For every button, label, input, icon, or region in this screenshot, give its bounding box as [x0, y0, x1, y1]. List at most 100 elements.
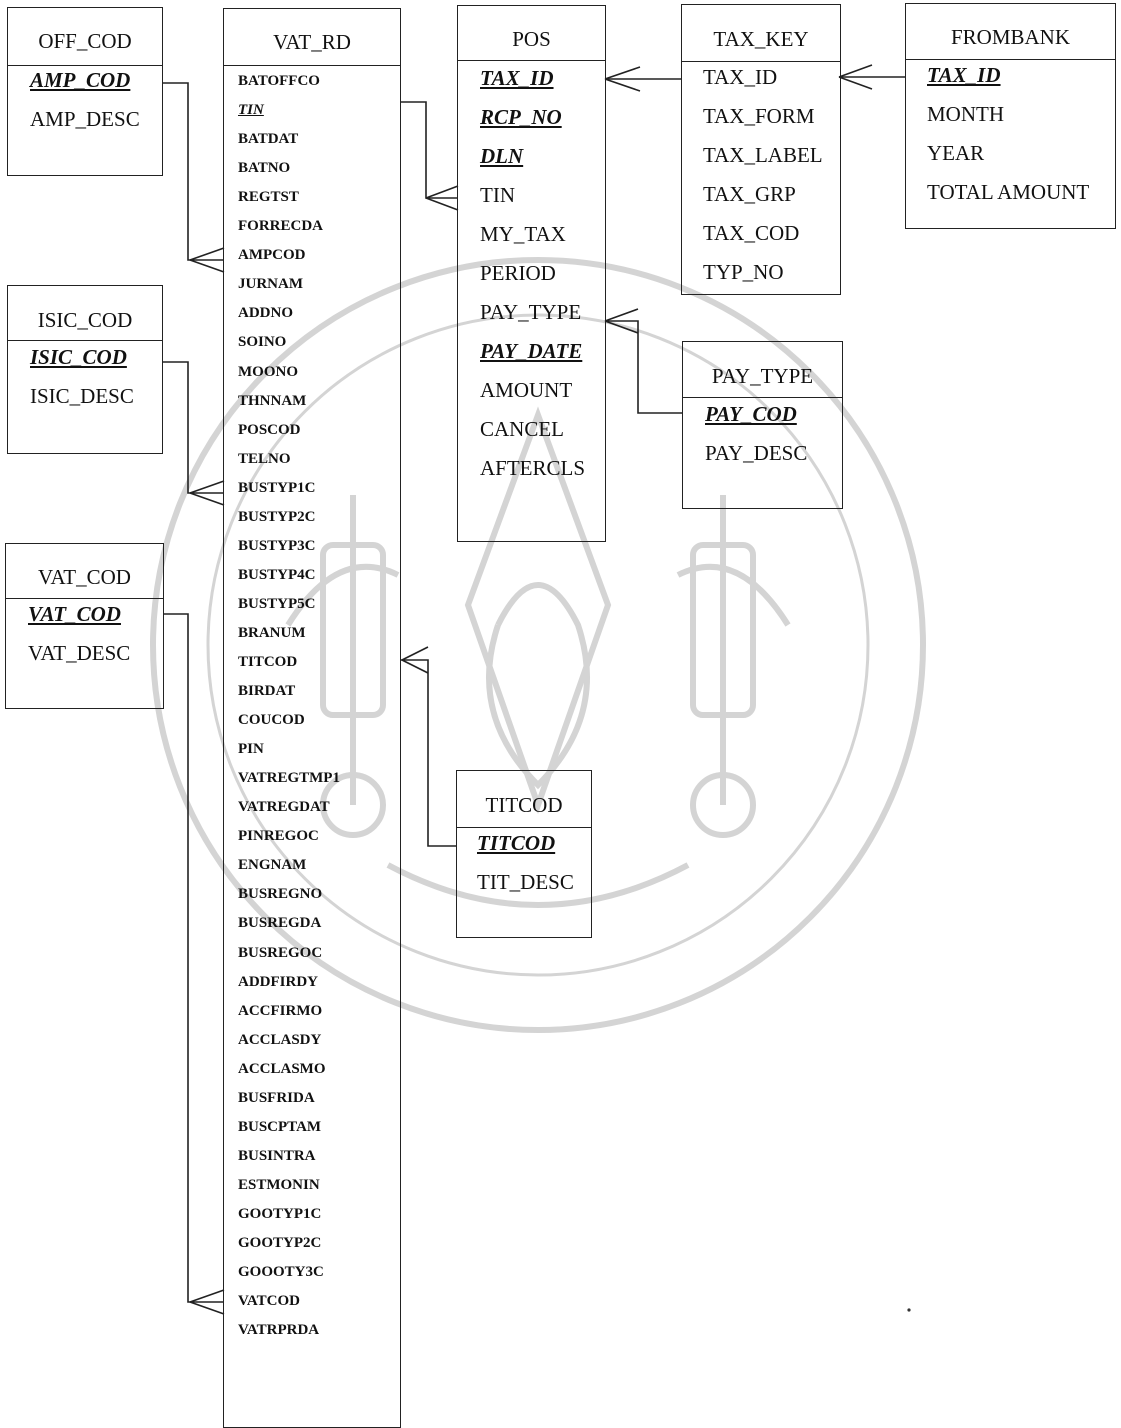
entity-title: TITCOD — [457, 771, 591, 828]
field-pay-type: PAY_TYPE — [480, 300, 582, 324]
field-bustyp3c: BUSTYP3C — [238, 537, 316, 554]
field-amount: AMOUNT — [480, 378, 573, 402]
field-dln: DLN — [480, 144, 524, 168]
crowfoot-titcod — [401, 646, 429, 674]
field-accfirmo: ACCFIRMO — [238, 1002, 323, 1019]
field-soino: SOINO — [238, 334, 287, 351]
field-tax-id: TAX_ID — [480, 66, 554, 90]
entity-frombank: FROMBANK TAX_ID MONTH YEAR TOTAL AMOUNT — [905, 3, 1116, 229]
field-batno: BATNO — [238, 160, 291, 177]
field-busintra: BUSINTRA — [238, 1147, 316, 1164]
field-coucod: COUCOD — [238, 712, 305, 729]
field-tin: TIN — [238, 102, 264, 119]
entity-vat-cod: VAT_COD VAT_COD VAT_DESC — [5, 543, 164, 709]
field-jurnam: JURNAM — [238, 276, 303, 293]
field-pay-desc: PAY_DESC — [705, 441, 808, 465]
field-vatregtmp1: VATREGTMP1 — [238, 770, 340, 787]
field-addno: ADDNO — [238, 305, 293, 322]
field-buscptam: BUSCPTAM — [238, 1118, 322, 1135]
entity-title: PAY_TYPE — [683, 342, 842, 398]
field-acclasdy: ACCLASDY — [238, 1031, 322, 1048]
field-vatregdat: VATREGDAT — [238, 799, 330, 816]
field-busregoc: BUSREGOC — [238, 944, 323, 961]
crowfoot-bustyp — [189, 480, 225, 506]
field-goooty3c: GOOOTY3C — [238, 1264, 324, 1281]
field-engnam: ENGNAM — [238, 857, 307, 874]
entity-title: FROMBANK — [906, 4, 1115, 60]
field-bustyp1c: BUSTYP1C — [238, 479, 316, 496]
field-estmonin: ESTMONIN — [238, 1176, 320, 1193]
field-year: YEAR — [927, 141, 985, 165]
field-typ-no: TYP_NO — [703, 260, 784, 284]
entity-off-cod: OFF_COD AMP_COD AMP_DESC — [7, 7, 163, 176]
field-month: MONTH — [927, 102, 1004, 126]
field-acclasmo: ACCLASMO — [238, 1060, 326, 1077]
field-my-tax: MY_TAX — [480, 222, 566, 246]
field-tax-id: TAX_ID — [703, 65, 778, 89]
field-ampcod: AMPCOD — [238, 247, 306, 264]
entity-title: ISIC_COD — [8, 286, 162, 341]
rel-off-cod-vat-rd — [162, 82, 224, 261]
field-total-amount: TOTAL AMOUNT — [927, 180, 1090, 204]
field-pin: PIN — [238, 741, 264, 758]
crowfoot-paytype — [604, 308, 639, 334]
rel-vat-cod-vat-rd — [163, 613, 224, 1303]
field-cancel: CANCEL — [480, 417, 564, 441]
field-pay-cod: PAY_COD — [705, 402, 797, 426]
field-busregno: BUSREGNO — [238, 886, 323, 903]
crowfoot-ampcod — [189, 247, 225, 273]
entity-title: VAT_COD — [6, 544, 163, 599]
crowfoot-taxkey-taxid — [838, 64, 873, 90]
field-thnnam: THNNAM — [238, 392, 307, 409]
field-pay-date: PAY_DATE — [480, 339, 583, 363]
entity-title: VAT_RD — [224, 9, 400, 66]
field-tax-cod: TAX_COD — [703, 221, 800, 245]
field-isic-desc: ISIC_DESC — [30, 384, 134, 408]
field-vatrprda: VATRPRDA — [238, 1322, 320, 1339]
field-pinregoc: PINREGOC — [238, 828, 319, 845]
field-aftercls: AFTERCLS — [480, 456, 586, 480]
field-isic-cod: ISIC_COD — [30, 345, 127, 369]
field-batoffco: BATOFFCO — [238, 73, 320, 89]
field-tax-grp: TAX_GRP — [703, 182, 796, 206]
field-poscod: POSCOD — [238, 421, 301, 438]
crowfoot-pos-tin — [425, 185, 459, 211]
field-tax-id: TAX_ID — [927, 63, 1001, 87]
watermark-seal — [150, 257, 926, 1033]
field-telno: TELNO — [238, 450, 291, 467]
field-busregda: BUSREGDA — [238, 915, 322, 932]
field-batdat: BATDAT — [238, 131, 299, 148]
entity-isic-cod: ISIC_COD ISIC_COD ISIC_DESC — [7, 285, 163, 454]
field-titcod: TITCOD — [477, 831, 556, 855]
field-titcod: TITCOD — [238, 654, 298, 670]
field-addfirdy: ADDFIRDY — [238, 973, 318, 990]
entity-titcod: TITCOD TITCOD TIT_DESC — [456, 770, 592, 938]
entity-pay-type: PAY_TYPE PAY_COD PAY_DESC — [682, 341, 843, 509]
field-gootyp1c: GOOTYP1C — [238, 1205, 322, 1222]
field-tax-label: TAX_LABEL — [703, 143, 823, 167]
field-vat-desc: VAT_DESC — [28, 641, 131, 665]
field-bustyp4c: BUSTYP4C — [238, 566, 316, 583]
field-period: PERIOD — [480, 261, 556, 285]
rel-isic-cod-vat-rd — [162, 361, 224, 494]
field-branum: BRANUM — [238, 624, 306, 641]
field-moono: MOONO — [238, 363, 298, 380]
crowfoot-pos-taxid — [604, 66, 641, 92]
field-vat-cod: VAT_COD — [28, 602, 121, 626]
entity-title: TAX_KEY — [682, 5, 840, 62]
field-busfrida: BUSFRIDA — [238, 1089, 315, 1106]
field-regtst: REGTST — [238, 189, 299, 206]
rel-vat-rd-titcod — [400, 659, 457, 847]
field-amp-cod: AMP_COD — [30, 68, 131, 92]
rel-vat-rd-pos — [400, 101, 458, 199]
crowfoot-vatcod — [189, 1289, 225, 1315]
field-tin: TIN — [480, 183, 515, 207]
entity-title: POS — [458, 6, 605, 61]
field-gootyp2c: GOOTYP2C — [238, 1235, 322, 1251]
field-tit-desc: TIT_DESC — [477, 870, 574, 894]
field-bustyp5c: BUSTYP5C — [238, 595, 316, 612]
